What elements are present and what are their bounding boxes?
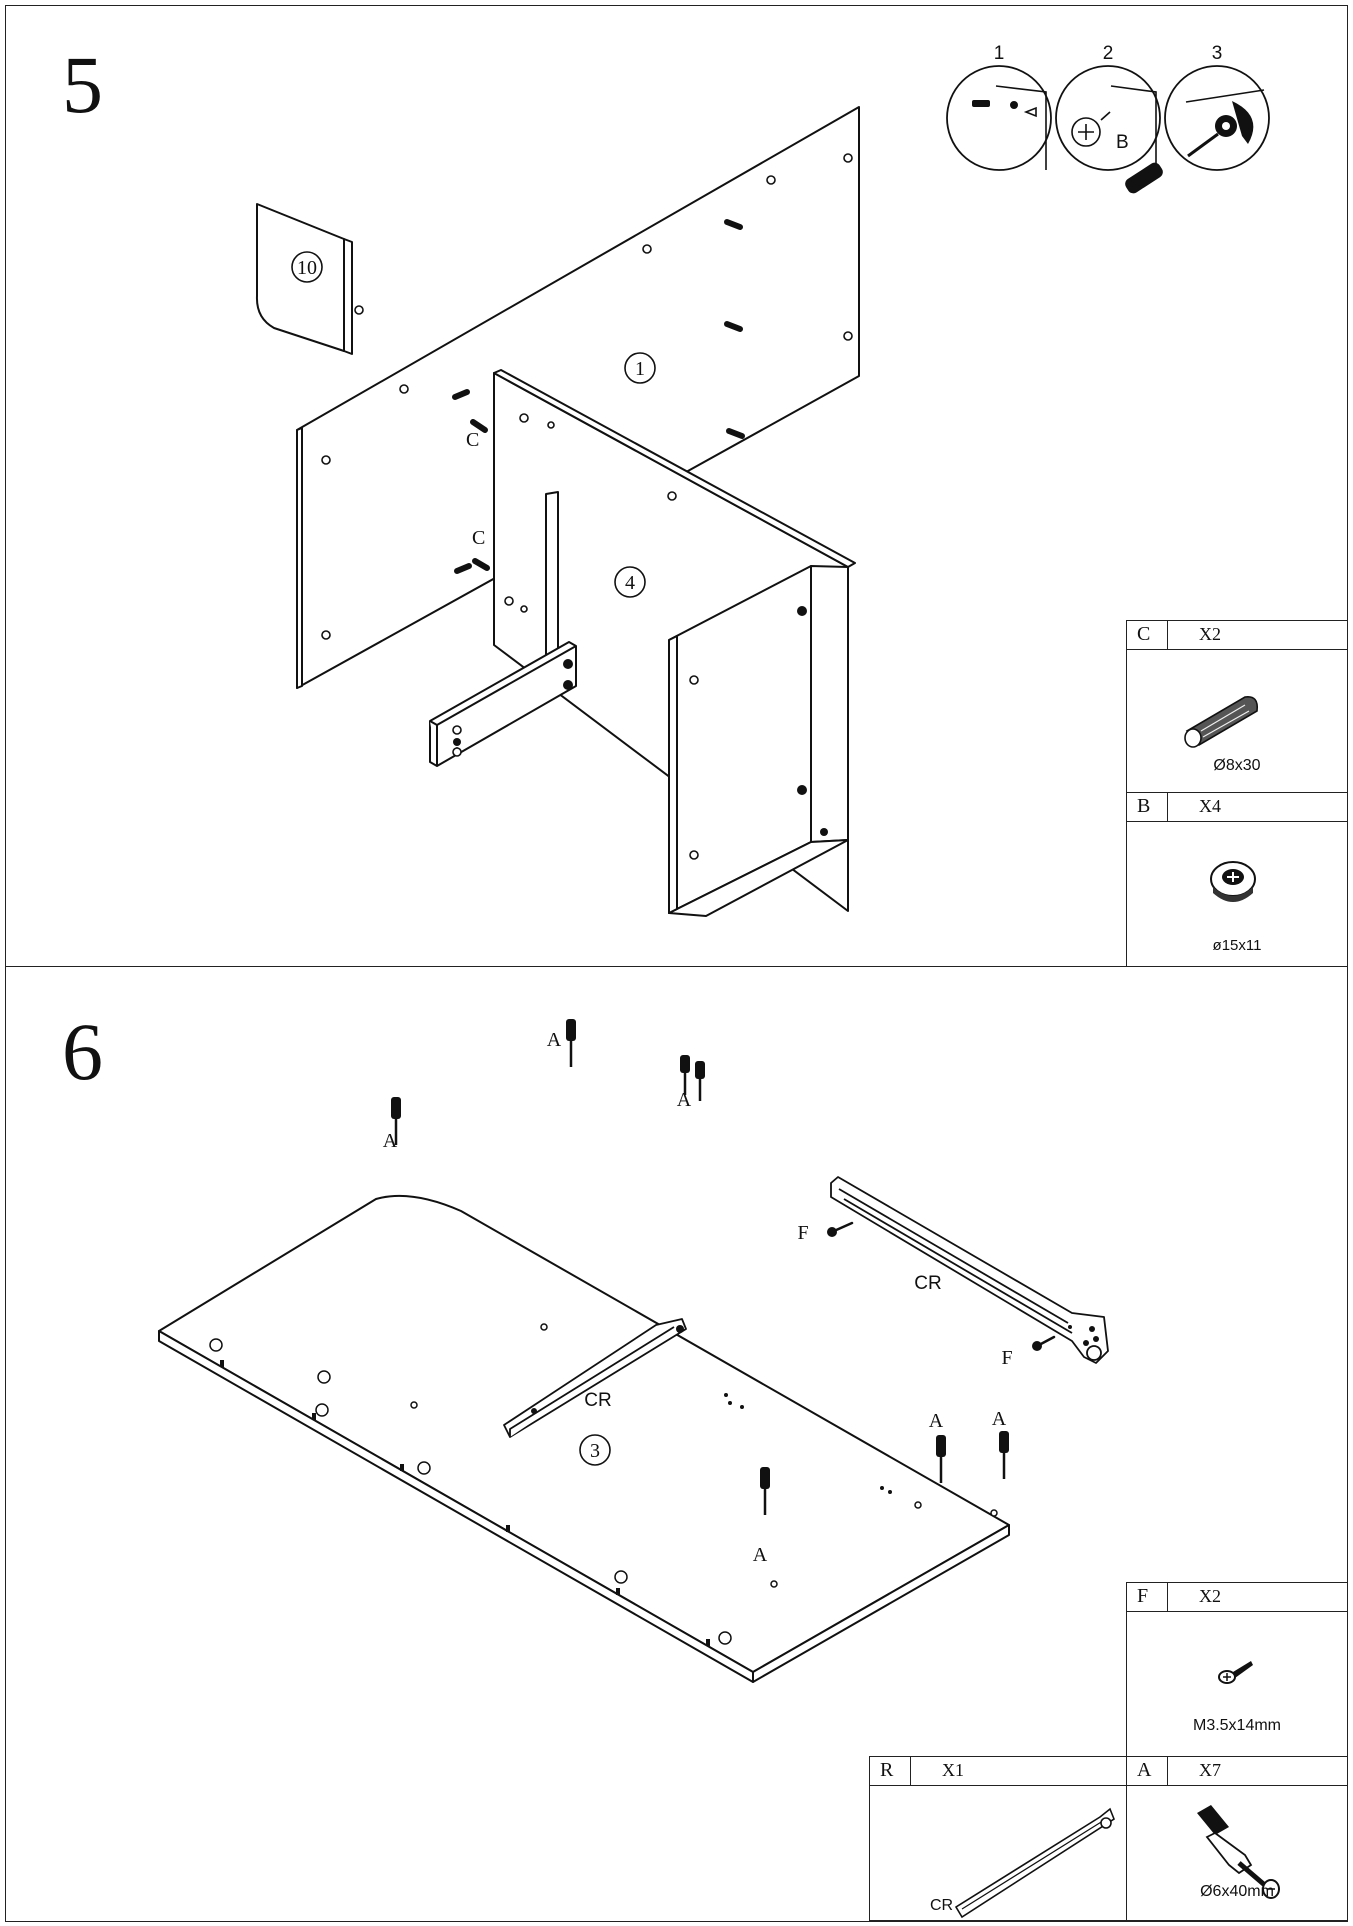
step-5-panel: 5 — [5, 5, 1348, 968]
part-quantity: X7 — [1199, 1760, 1221, 1780]
part-size: ø15x11 — [1212, 937, 1262, 954]
cam-bolt-icon — [1197, 1805, 1280, 1899]
wood-dowel-icon — [1184, 695, 1259, 748]
step-6-panel: 6 — [5, 966, 1348, 1922]
part-header: R X1 — [870, 1757, 1127, 1786]
panel-label-3: 3 — [590, 1440, 600, 1462]
part-header: A X7 — [1127, 1757, 1347, 1786]
hardware-label-a: A — [383, 1130, 398, 1152]
cam-lock-instruction-insets: 1 2 3 B — [946, 43, 1270, 194]
rail-label-cr: CR — [584, 1390, 611, 1411]
hardware-label-f: F — [797, 1222, 808, 1244]
inset-number-3: 3 — [1212, 43, 1223, 64]
step-number: 6 — [62, 1006, 103, 1097]
inset-number-1: 1 — [994, 43, 1005, 64]
panel-label-1: 1 — [635, 358, 645, 380]
part-letter: R — [880, 1759, 894, 1781]
hardware-label-a: A — [753, 1544, 768, 1566]
part-header: B X4 — [1127, 793, 1347, 822]
inset-letter-b: B — [1116, 132, 1129, 153]
hardware-label-f: F — [1001, 1347, 1012, 1369]
step-6-assembly-drawing: 3 A A A A A A F F CR CR — [158, 1019, 1109, 1683]
part-box-r: R X1 CR — [869, 1756, 1128, 1921]
rail-label-cr: CR — [914, 1273, 941, 1294]
part-quantity: X2 — [1199, 1586, 1221, 1606]
part-size: CR — [930, 1897, 954, 1914]
part-size: Ø6x40mm — [1200, 1883, 1274, 1900]
part-box-c: C X2 Ø8x30 — [1126, 620, 1348, 794]
step-number: 5 — [62, 39, 103, 130]
inset-number-2: 2 — [1103, 43, 1114, 64]
part-quantity: X4 — [1199, 796, 1221, 816]
hardware-label-a: A — [547, 1029, 562, 1051]
hardware-label-a: A — [677, 1089, 692, 1111]
part-box-f: F X2 M3.5x14mm — [1126, 1582, 1348, 1758]
part-box-a: A X7 Ø6x40mm — [1126, 1756, 1348, 1921]
front-rail — [429, 641, 577, 767]
part-header: C X2 — [1127, 621, 1347, 650]
step-5-assembly-drawing: 10 1 4 C C — [255, 43, 1270, 917]
part-letter: F — [1137, 1585, 1149, 1607]
part-size: M3.5x14mm — [1192, 1717, 1282, 1734]
part-letter: B — [1137, 795, 1151, 817]
hardware-label-c: C — [466, 429, 479, 451]
part-size: Ø8x30 — [1213, 757, 1261, 774]
part-quantity: X1 — [942, 1760, 964, 1780]
hardware-label-c: C — [472, 527, 485, 549]
drawer-rail-icon — [954, 1807, 1115, 1919]
cam-lock-icon — [1210, 861, 1256, 902]
part-letter: C — [1137, 623, 1151, 645]
panel-label-10: 10 — [297, 257, 317, 279]
part-box-b: B X4 ø15x11 — [1126, 792, 1348, 968]
hardware-label-a: A — [992, 1408, 1007, 1430]
part-header: F X2 — [1127, 1583, 1347, 1612]
part-quantity: X2 — [1199, 624, 1221, 644]
panel-3 — [158, 1194, 1010, 1673]
screw-icon — [1218, 1661, 1253, 1684]
panel-label-4: 4 — [625, 572, 635, 594]
part-letter: A — [1137, 1759, 1152, 1781]
hardware-label-a: A — [929, 1410, 944, 1432]
